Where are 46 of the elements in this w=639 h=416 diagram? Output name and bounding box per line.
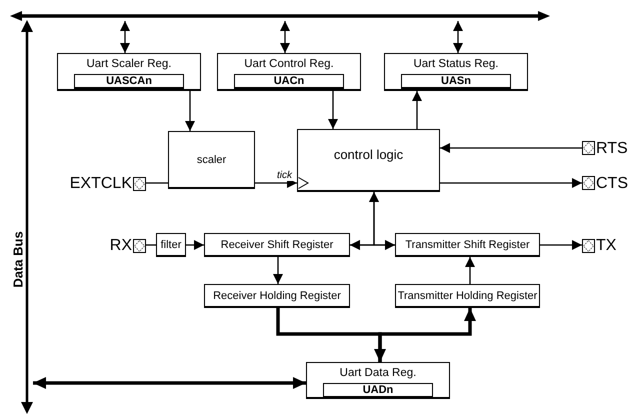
block-box: Transmitter Holding Register <box>395 284 540 308</box>
arrow <box>465 257 475 284</box>
register-mnemonic: UADn <box>323 383 433 398</box>
arrow <box>185 91 195 131</box>
arrow <box>186 240 204 250</box>
register-box <box>57 53 201 91</box>
block-label: control logic <box>334 146 404 162</box>
arrow <box>440 178 582 188</box>
bus-bar <box>10 11 550 21</box>
arrow <box>540 240 582 250</box>
register-mnemonic: UASCAn <box>74 74 184 89</box>
block-box: scaler <box>168 131 255 189</box>
block-box <box>297 129 440 192</box>
arrow <box>412 91 422 129</box>
register-title: Uart Status Reg. <box>413 57 498 71</box>
connector-line <box>146 182 168 184</box>
block-box: Receiver Shift Register <box>204 233 350 257</box>
arrow <box>120 21 130 53</box>
pin-label: RTS <box>596 140 628 156</box>
bus-label: Data Bus <box>10 231 26 288</box>
block-box: Transmitter Shift Register <box>395 233 540 257</box>
register-title: Uart Data Reg. <box>340 366 416 380</box>
arrow <box>440 143 582 153</box>
register-title: Uart Control Reg. <box>244 57 334 71</box>
pin-label: TX <box>596 237 616 254</box>
bus-bar <box>21 20 33 414</box>
arrow <box>453 21 463 53</box>
block-box: filter <box>156 233 186 257</box>
register-box <box>217 53 361 91</box>
register-box <box>384 53 528 91</box>
arrow <box>378 308 476 362</box>
block-box: Receiver Holding Register <box>204 284 350 308</box>
register-mnemonic: UACn <box>234 74 344 89</box>
connector-line <box>146 244 156 246</box>
arrow <box>33 377 306 389</box>
arrow <box>280 21 290 53</box>
register-box <box>306 362 450 399</box>
arrow <box>328 91 338 129</box>
pin-label: CTS <box>596 174 628 192</box>
arrow <box>350 240 395 250</box>
register-title: Uart Scaler Reg. <box>86 57 172 71</box>
edge-label: tick <box>276 170 293 181</box>
pin-label: RX <box>110 237 132 254</box>
arrow <box>273 257 283 284</box>
register-mnemonic: UASn <box>401 74 511 89</box>
pin-label: EXTCLK <box>70 175 132 192</box>
